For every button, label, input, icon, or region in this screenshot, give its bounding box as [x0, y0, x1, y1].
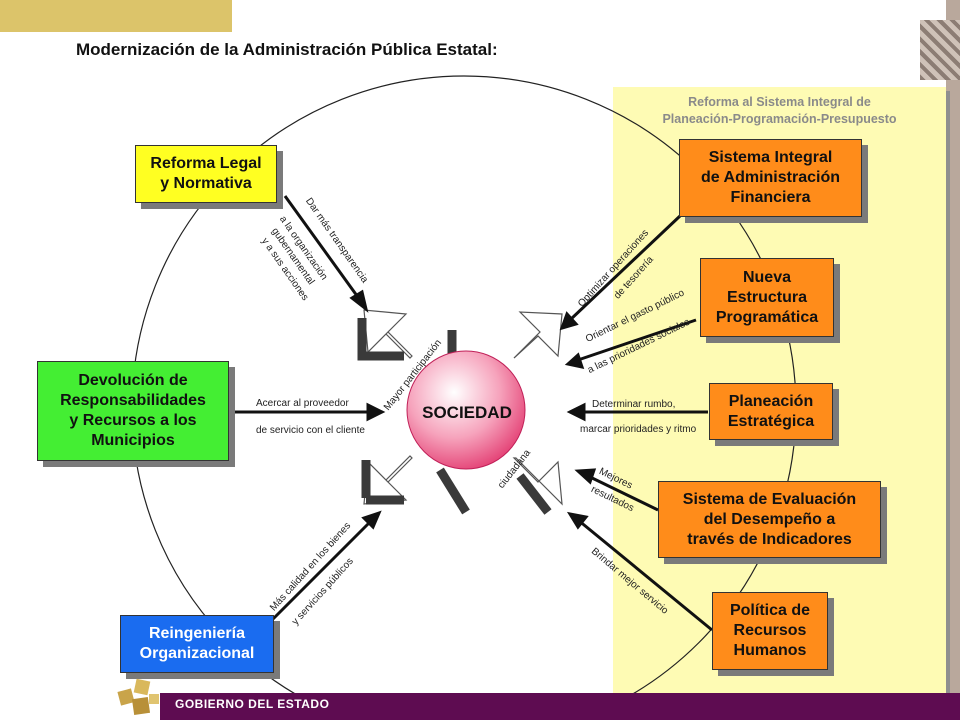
- box-devolucion: Devolución de Responsabilidades y Recurs…: [37, 361, 229, 461]
- label-proveedor-2: de servicio con el cliente: [256, 425, 365, 436]
- arrow-shadow: [516, 473, 552, 515]
- arrow-reingenieria: [270, 518, 374, 622]
- box-line: Sistema de Evaluación: [682, 490, 857, 508]
- arrow-reforma: [283, 195, 362, 301]
- sociedad-label: SOCIEDAD: [422, 403, 512, 422]
- box-reingenieria: Reingeniería Organizacional: [120, 615, 274, 673]
- box-line: Organizacional: [139, 645, 255, 662]
- box-line: Planeación: [728, 392, 814, 410]
- arrow-shadow: [436, 467, 470, 515]
- panel-title-line: Reforma al Sistema Integral de: [688, 95, 871, 109]
- box-line: Sistema Integral: [708, 149, 833, 166]
- box-reforma-legal: Reforma Legal y Normativa: [135, 145, 277, 203]
- box-line: Reingeniería: [148, 625, 245, 642]
- page-title: Modernización de la Administración Públi…: [76, 40, 498, 59]
- box-line: Reforma Legal: [150, 155, 262, 172]
- decorative-pattern: [920, 20, 960, 80]
- box-line: través de Indicadores: [687, 530, 852, 548]
- box-planeacion: Planeación Estratégica: [709, 383, 833, 440]
- arrow-shadow: [357, 318, 404, 361]
- box-line: de Administración: [701, 169, 840, 186]
- box-line: Devolución de: [78, 372, 188, 389]
- arrow-rh: [577, 518, 713, 632]
- label-rumbo-2: marcar prioridades y ritmo: [580, 424, 697, 435]
- footer-bar: [160, 693, 960, 720]
- arrow-up-right: [513, 311, 563, 359]
- box-line: Nueva: [742, 268, 791, 286]
- box-line: y Normativa: [160, 175, 252, 192]
- box-sistema-evaluacion: Sistema de Evaluación del Desempeño a tr…: [658, 481, 881, 558]
- label-rumbo-1: Determinar rumbo,: [592, 399, 676, 410]
- box-line: Financiera: [730, 189, 811, 206]
- arrow-down-right: [512, 457, 563, 506]
- box-line: Responsabilidades: [60, 392, 206, 409]
- state-logo-icon: [117, 678, 159, 716]
- box-line: y Recursos a los: [69, 412, 197, 429]
- box-line: del Desempeño a: [703, 510, 836, 528]
- box-line: Política de: [729, 602, 811, 619]
- box-nueva-estructura: Nueva Estructura Programática: [700, 258, 834, 337]
- arrow-siaf: [568, 214, 682, 322]
- header-accent-bar: [0, 0, 232, 32]
- box-line: Estratégica: [727, 412, 815, 430]
- footer-text: GOBIERNO DEL ESTADO: [175, 697, 330, 711]
- arrow-sed: [587, 474, 659, 512]
- box-line: Humanos: [733, 642, 807, 659]
- box-line: Municipios: [91, 432, 175, 449]
- sociedad-circle: [406, 350, 526, 470]
- decorative-edge: [946, 0, 960, 720]
- panel-title-line: Planeación-Programación-Presupuesto: [662, 112, 897, 126]
- box-line: Programática: [715, 308, 819, 326]
- arrow-nep: [577, 318, 697, 362]
- panel-title: Reforma al Sistema Integral de Planeació…: [613, 94, 946, 128]
- box-politica-rh: Política de Recursos Humanos: [712, 592, 828, 670]
- label-proveedor-1: Acercar al proveedor: [256, 398, 349, 409]
- arrow-up-left: [363, 309, 413, 359]
- box-line: Recursos: [733, 622, 807, 639]
- arrow-shadow: [361, 460, 404, 505]
- box-line: Estructura: [726, 288, 807, 306]
- box-siaf: Sistema Integral de Administración Finan…: [679, 139, 862, 217]
